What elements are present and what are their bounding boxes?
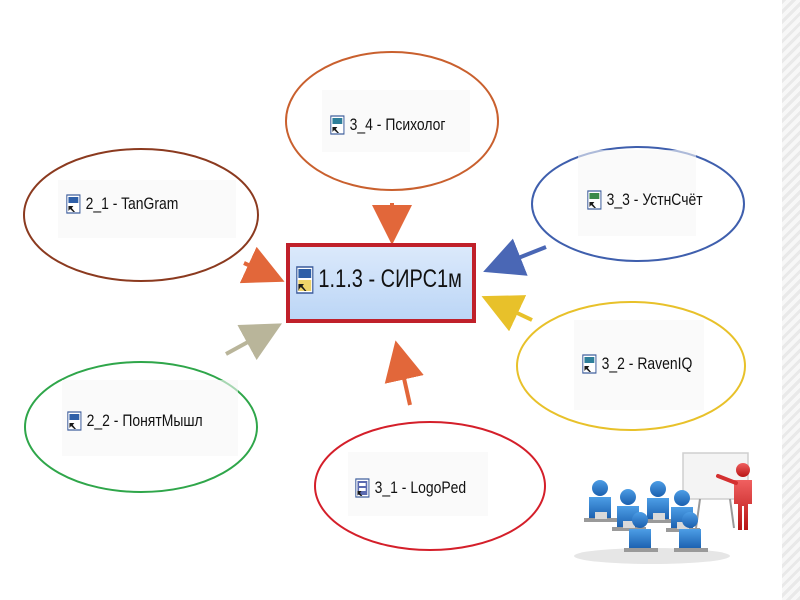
shortcut-icon (296, 266, 314, 294)
arrow-ponyatmysh (226, 331, 268, 354)
shortcut-icon (355, 478, 370, 498)
node-raveniq-label: 3_2 - RavenIQ (602, 354, 693, 374)
arrow-tangram (244, 263, 270, 275)
center-node[interactable]: 1.1.3 - СИРС1м (296, 265, 462, 294)
arrow-raveniq (496, 303, 532, 320)
node-ustnschet[interactable]: 3_3 - УстнСчёт (587, 190, 703, 210)
presentation-people-icon (574, 453, 752, 564)
node-psycholog-label: 3_4 - Психолог (350, 115, 446, 135)
node-logoped[interactable]: 3_1 - LogoPed (355, 478, 466, 498)
center-node-label: 1.1.3 - СИРС1м (318, 265, 462, 294)
node-psycholog[interactable]: 3_4 - Психолог (330, 115, 445, 135)
arrow-ustnschet (498, 247, 546, 266)
node-logoped-label: 3_1 - LogoPed (375, 478, 466, 498)
node-ponyatmysh[interactable]: 2_2 - ПонятМышл (67, 411, 203, 431)
node-ponyatmysh-label: 2_2 - ПонятМышл (87, 411, 203, 431)
node-tangram[interactable]: 2_1 - TanGram (66, 194, 178, 214)
shortcut-icon (66, 194, 81, 214)
shortcut-icon (582, 354, 597, 374)
node-ustnschet-label: 3_3 - УстнСчёт (607, 190, 703, 210)
shortcut-icon (587, 190, 602, 210)
shortcut-icon (330, 115, 345, 135)
node-tangram-label: 2_1 - TanGram (86, 194, 179, 214)
node-raveniq[interactable]: 3_2 - RavenIQ (582, 354, 692, 374)
shortcut-icon (67, 411, 82, 431)
arrow-logoped (399, 356, 410, 405)
